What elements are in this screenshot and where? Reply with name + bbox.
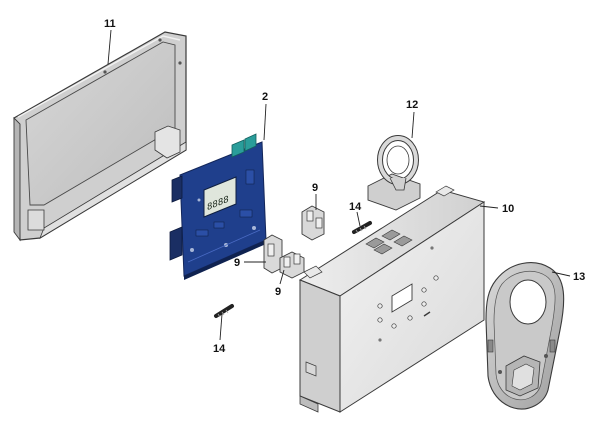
leader-2 (263, 103, 267, 141)
part-2-control-board: 8888 (169, 133, 267, 280)
part-10-main-housing (298, 185, 486, 413)
leader-lines (107, 29, 571, 341)
leader-12 (411, 111, 415, 139)
callout-13: 13 (573, 271, 585, 283)
part-14-screw-upper (352, 221, 372, 234)
callout-labels: 11 2 12 9 14 10 9 9 13 14 (104, 18, 585, 355)
part-11-back-panel (13, 31, 187, 242)
leader-9-lower (279, 269, 285, 285)
callout-14-upper: 14 (349, 201, 362, 213)
callout-12: 12 (406, 99, 418, 111)
part-9-bracket-left (263, 234, 283, 274)
leader-10 (479, 205, 499, 209)
callout-14-lower: 14 (213, 343, 226, 355)
part-9-bracket-upper (301, 205, 325, 241)
callout-10: 10 (502, 203, 514, 215)
callout-11: 11 (104, 18, 116, 30)
part-13-front-cover (485, 262, 565, 410)
part-12-knob-holder (367, 135, 421, 211)
part-9-bracket-lower (279, 251, 305, 279)
part-14-screw-lower (214, 304, 234, 318)
leader-14-upper (356, 211, 361, 227)
callout-2: 2 (262, 91, 268, 103)
callout-9-upper: 9 (312, 182, 318, 194)
callout-9-left: 9 (234, 257, 240, 269)
leader-11 (107, 29, 112, 65)
callout-9-lower: 9 (275, 286, 281, 298)
leader-13 (551, 271, 571, 277)
leader-14-lower (219, 313, 223, 341)
lcd-display: 8888 (203, 176, 237, 218)
